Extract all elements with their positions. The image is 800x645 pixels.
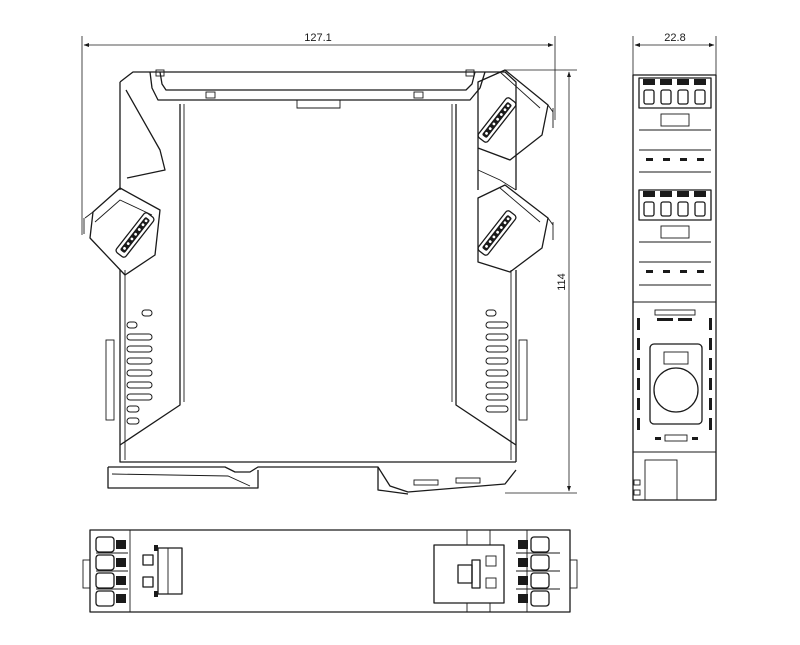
top-view <box>82 529 578 613</box>
front-terminal-top <box>638 77 712 173</box>
top-view-latch-right <box>433 530 505 612</box>
terminal-block-right-top <box>477 69 554 191</box>
top-view-terminal-left <box>95 536 128 607</box>
front-panel <box>633 301 716 501</box>
dimension-width: 127.1 <box>81 32 556 235</box>
dimension-height-label: 114 <box>556 273 568 291</box>
din-rail-foot <box>107 466 517 495</box>
rotary-dial <box>653 367 699 413</box>
front-terminal-bottom <box>638 189 712 286</box>
terminal-block-right-bottom <box>477 184 554 273</box>
dimension-height: 114 <box>505 69 577 494</box>
top-view-terminal-right <box>516 536 560 607</box>
dimension-depth: 22.8 <box>632 32 717 75</box>
front-view <box>632 74 717 501</box>
dimension-depth-label: 22.8 <box>664 32 685 44</box>
terminal-block-left <box>83 187 161 276</box>
side-view <box>83 69 554 495</box>
top-view-latch-left <box>142 545 183 597</box>
vent-slots-left <box>105 309 153 425</box>
vent-slots-right <box>485 309 528 421</box>
dimension-width-label: 127.1 <box>304 32 332 44</box>
